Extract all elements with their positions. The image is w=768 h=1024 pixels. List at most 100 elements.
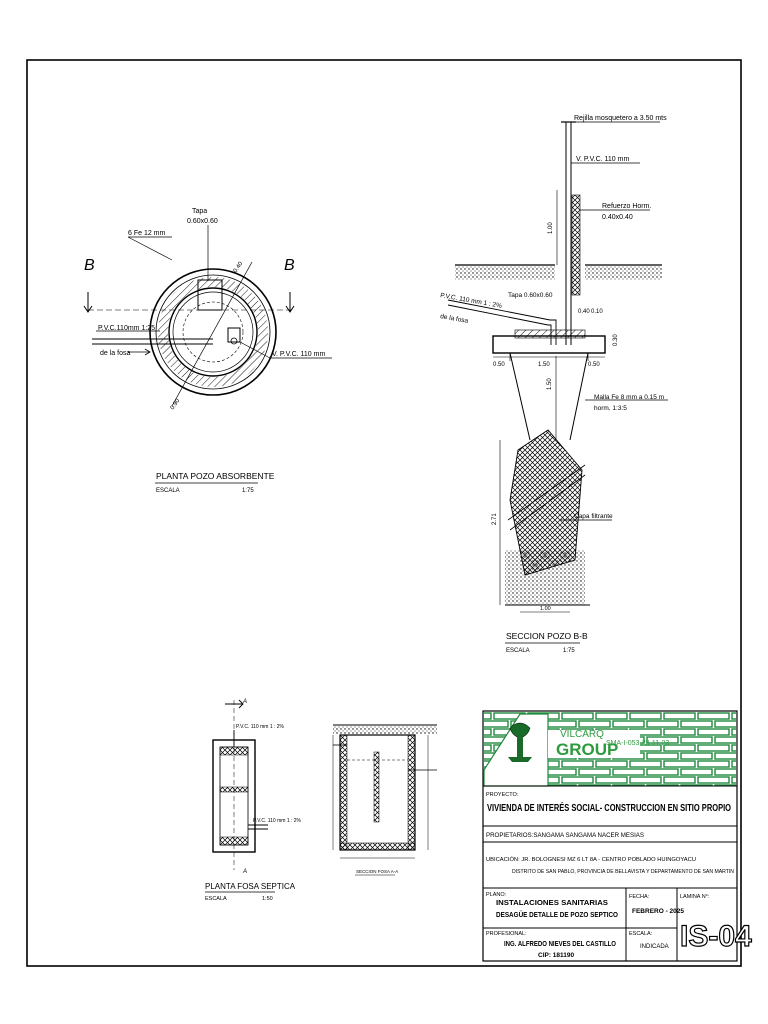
inlet-from-fosa: de la fosa bbox=[440, 313, 469, 325]
pipe-in-label: P.V.C.110mm 1:25 bbox=[98, 325, 155, 332]
dim-b: 0.90 bbox=[170, 398, 182, 412]
plan-fosa: A A P.V.C. 110 mm 1 : 2% P.V.C. 110 mm 1… bbox=[205, 699, 302, 902]
plan-absorbente-scale-label: ESCALA bbox=[156, 488, 180, 494]
plan-absorbente-title: PLANTA POZO ABSORBENTE bbox=[156, 471, 275, 481]
ubicacion-1: UBICACIÓN: JR. BOLOGNESI MZ 6 LT 8A - CE… bbox=[486, 856, 696, 863]
dim-vert-low: 2.71 bbox=[492, 513, 498, 525]
section-bb-scale: 1:75 bbox=[563, 648, 575, 654]
plan-fosa-scale: 1:50 bbox=[262, 896, 273, 902]
soil-hatch-right bbox=[585, 266, 662, 280]
section-marker-top bbox=[225, 699, 244, 709]
filter-layer bbox=[507, 464, 586, 531]
fecha-value: FEBRERO - 2025 bbox=[632, 908, 684, 915]
profesional-label: PROFESIONAL: bbox=[486, 931, 527, 937]
a-bottom-label: A bbox=[242, 869, 247, 875]
rejilla-label: Rejilla mosquetero a 3.50 mts bbox=[574, 115, 667, 122]
plano-label: PLANO: bbox=[486, 892, 507, 898]
flow-arrow bbox=[128, 348, 151, 356]
refuerzo-dims: 0.40x0.40 bbox=[602, 214, 633, 221]
sheet-border bbox=[26, 59, 742, 967]
inlet-pipe-top bbox=[447, 299, 551, 321]
fosa-pipe-right-label: P.V.C. 110 mm 1 : 2% bbox=[253, 818, 302, 824]
dim-right: 0.50 bbox=[588, 362, 600, 368]
vent-pipe-label: V. P.V.C. 110 mm bbox=[272, 351, 325, 358]
plano-2: DESAGÜE DETALLE DE POZO SEPTICO bbox=[496, 910, 618, 919]
gravel-bottom bbox=[505, 550, 585, 605]
logo-base bbox=[508, 757, 532, 762]
outer-ring-2 bbox=[155, 274, 271, 390]
logo-stem bbox=[517, 737, 523, 757]
wall-left bbox=[509, 352, 531, 441]
refuerzo-block bbox=[571, 194, 581, 296]
dim-010: 0.10 bbox=[591, 309, 603, 315]
inner-ring-2 bbox=[172, 291, 254, 373]
ring-dashed bbox=[182, 301, 244, 363]
vent-leader bbox=[239, 341, 271, 359]
fecha-label: FECHA: bbox=[629, 894, 650, 900]
cip-value: CIP: 181190 bbox=[538, 952, 575, 959]
logo-mark bbox=[508, 722, 532, 762]
section-bb: Rejilla mosquetero a 3.50 mts V. P.V.C. … bbox=[440, 115, 668, 654]
plan-absorbente-scale: 1:75 bbox=[242, 488, 254, 494]
propietarios: PROPIETARIOS:SANGAMA SANGAMA NACER MESIA… bbox=[486, 833, 644, 839]
dim-mid: 1.50 bbox=[538, 362, 550, 368]
fosa-ground-hatch bbox=[333, 726, 437, 734]
ubicacion-2: DISTRITO DE SAN PABLO, PROVINCIA DE BELL… bbox=[512, 869, 734, 875]
section-marker-left bbox=[83, 292, 93, 313]
dim-left: 0.50 bbox=[493, 362, 505, 368]
plano-1: INSTALACIONES SANITARIAS bbox=[496, 898, 608, 907]
logo-emblem bbox=[509, 722, 531, 739]
profesional-value: ING. ALFREDO NIEVES DEL CASTILLO bbox=[504, 941, 616, 948]
plan-fosa-scale-label: ESCALA bbox=[205, 896, 227, 902]
section-fosa-title: SECCION FOSA A-A bbox=[356, 869, 398, 874]
a-top-label: A bbox=[242, 699, 247, 705]
dim-a: 0.40 bbox=[233, 261, 245, 275]
inner-ring bbox=[168, 287, 258, 377]
dim-bottom: 1.00 bbox=[540, 606, 551, 612]
logo-registro: SMA-I-053-23-11-23 bbox=[606, 740, 669, 747]
dim-040: 0.40 bbox=[578, 309, 590, 315]
section-fosa: SECCION FOSA A-A bbox=[332, 724, 437, 876]
fosa-pipe-top-label: P.V.C. 110 mm 1 : 2% bbox=[236, 724, 285, 730]
bars-leader bbox=[127, 236, 173, 261]
title-block: VILCARQ GROUP SMA-I-053-23-11-23 PROYECT… bbox=[482, 710, 753, 962]
tapa-label: Tapa bbox=[192, 208, 207, 215]
wall-right bbox=[569, 352, 589, 441]
capa-label: Capa filtrante bbox=[574, 513, 613, 520]
fosa-wall-r bbox=[407, 734, 416, 851]
b-right-label: B bbox=[284, 257, 295, 274]
escala-value: INDICADA bbox=[640, 944, 669, 950]
hatched-ring bbox=[158, 277, 268, 387]
refuerzo-label: Refuerzo Horm. bbox=[602, 203, 651, 210]
proyecto-value: VIVIENDA DE INTERÉS SOCIAL- CONSTRUCCION… bbox=[487, 801, 731, 814]
dim-vert-top: 1.00 bbox=[548, 222, 554, 234]
b-left-label: B bbox=[84, 257, 95, 274]
slab-hatch bbox=[514, 329, 586, 339]
diameter-line bbox=[171, 261, 253, 407]
vent-pipe-label: V. P.V.C. 110 mm bbox=[576, 156, 629, 163]
escala-label: ESCALA: bbox=[629, 931, 653, 937]
logo-group: GROUP bbox=[556, 740, 618, 759]
from-fosa-label: de la fosa bbox=[100, 350, 130, 357]
vent-square bbox=[227, 327, 241, 343]
horm-label: horm. 1:3:5 bbox=[594, 405, 627, 412]
section-bb-scale-label: ESCALA bbox=[506, 648, 530, 654]
lamina-label: LAMINA N°: bbox=[680, 894, 710, 900]
inlet-pipe-bottom bbox=[447, 304, 549, 326]
soil-hatch-left bbox=[455, 266, 555, 280]
roof-mask bbox=[548, 730, 640, 758]
fosa-wall-l bbox=[339, 734, 348, 851]
fosa-floor bbox=[339, 842, 416, 851]
malla-label: Malla Fe 8 mm a 0.15 m bbox=[594, 394, 664, 401]
slab bbox=[492, 335, 606, 354]
fosa-baffle bbox=[373, 751, 380, 823]
tapa-dims: 0.60x0.60 bbox=[187, 218, 218, 225]
tapa-label: Tapa 0.60x0.60 bbox=[508, 292, 553, 299]
inlet-pipe-label: P.V.C. 110 mm 1 : 2% bbox=[440, 292, 503, 310]
proyecto-label: PROYECTO: bbox=[486, 792, 519, 798]
logo-vilcarq: VILCARQ bbox=[560, 729, 604, 740]
section-marker-right bbox=[285, 292, 295, 313]
lamina-value: IS-04 bbox=[680, 920, 752, 953]
dim-side: 0.30 bbox=[613, 334, 619, 346]
